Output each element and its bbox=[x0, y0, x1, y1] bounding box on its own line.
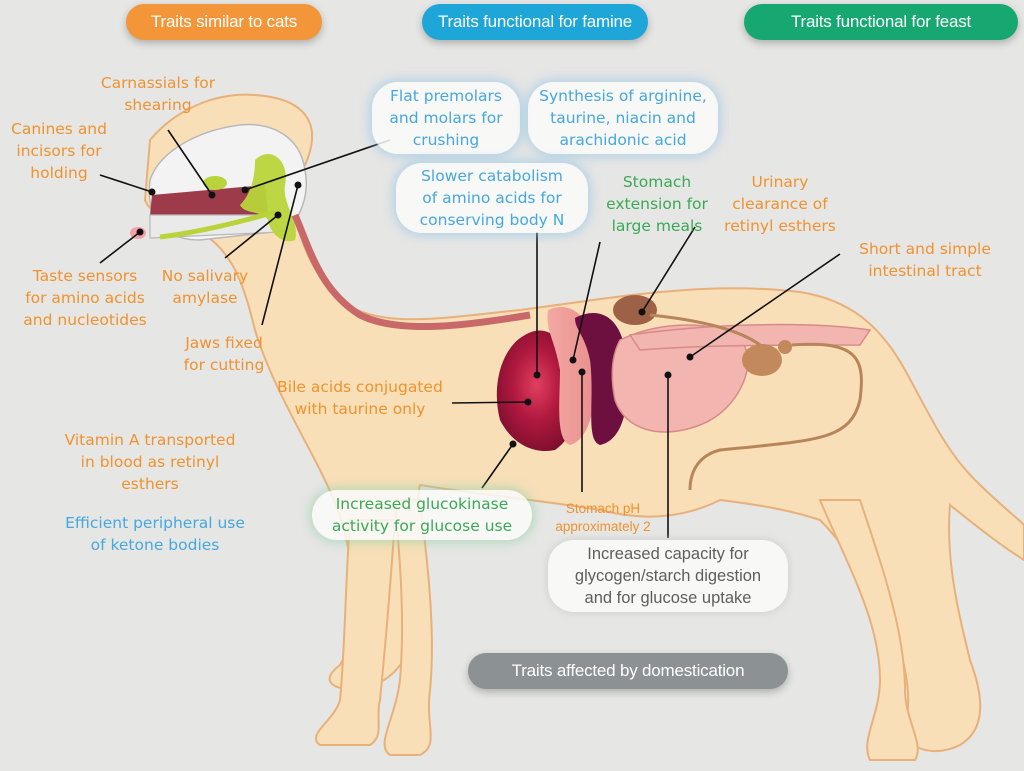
label-jaws-fixed: Jaws fixed for cutting bbox=[183, 334, 265, 374]
bubble-glycogen: Increased capacity for glycogen/starch d… bbox=[548, 540, 788, 612]
salivary-gland bbox=[240, 154, 296, 242]
legend-cats-label: Traits similar to cats bbox=[150, 12, 298, 31]
label-canines: Canines and incisors for holding bbox=[11, 120, 107, 182]
ureter bbox=[649, 313, 761, 347]
bubble-catabolism: Slower catabolism of amino acids for con… bbox=[396, 163, 588, 233]
bubble-premolars: Flat premolars and molars for crushing bbox=[372, 82, 520, 154]
label-no-salivary-amylase: No salivary amylase bbox=[161, 267, 249, 307]
spleen bbox=[575, 313, 628, 445]
salivary-duct bbox=[159, 209, 276, 240]
leader-lines bbox=[99, 129, 841, 538]
label-bile-acids: Bile acids conjugated with taurine only bbox=[277, 378, 443, 418]
legend-famine-label: Traits functional for famine bbox=[437, 12, 633, 31]
esophagus bbox=[291, 213, 531, 331]
bladder-neck bbox=[778, 340, 792, 354]
label-stomach-extension: Stomach extension for large meals bbox=[606, 173, 708, 235]
leader-dots bbox=[136, 181, 694, 448]
label-stomach-ph: Stomach pH approximately 2 bbox=[555, 501, 651, 534]
legend-domestication-label: Traits affected by domestication bbox=[511, 661, 745, 680]
legend-domestication: Traits affected by domestication bbox=[468, 653, 788, 689]
legend-cats: Traits similar to cats bbox=[126, 4, 322, 40]
label-vitamin-a: Vitamin A transported in blood as retiny… bbox=[64, 431, 236, 493]
kidney bbox=[613, 295, 657, 325]
legend-famine: Traits functional for famine bbox=[422, 4, 648, 40]
urethra bbox=[688, 342, 863, 491]
bubble-synthesis: Synthesis of arginine, taurine, niacin a… bbox=[528, 82, 718, 154]
label-carnassials: Carnassials for shearing bbox=[100, 74, 216, 114]
label-urinary-clearance: Urinary clearance of retinyl esthers bbox=[724, 173, 836, 235]
legend-feast: Traits functional for feast bbox=[744, 4, 1018, 40]
mandibular-gland bbox=[203, 176, 227, 190]
label-taste-sensors: Taste sensors for amino acids and nucleo… bbox=[23, 267, 147, 329]
mouth bbox=[150, 185, 268, 215]
liver bbox=[496, 330, 577, 451]
dog-front-leg bbox=[314, 519, 397, 746]
dog-rear-leg bbox=[818, 499, 919, 761]
intestines bbox=[611, 324, 749, 433]
label-intestinal-tract: Short and simple intestinal tract bbox=[859, 240, 991, 280]
legend-feast-label: Traits functional for feast bbox=[790, 12, 972, 31]
stomach bbox=[547, 306, 597, 445]
dog-front-leg-back bbox=[383, 499, 433, 756]
label-ketone-bodies: Efficient peripheral use of ketone bodie… bbox=[65, 514, 245, 554]
bubble-glucokinase: Increased glucokinase activity for gluco… bbox=[312, 490, 532, 540]
bladder bbox=[742, 344, 782, 376]
